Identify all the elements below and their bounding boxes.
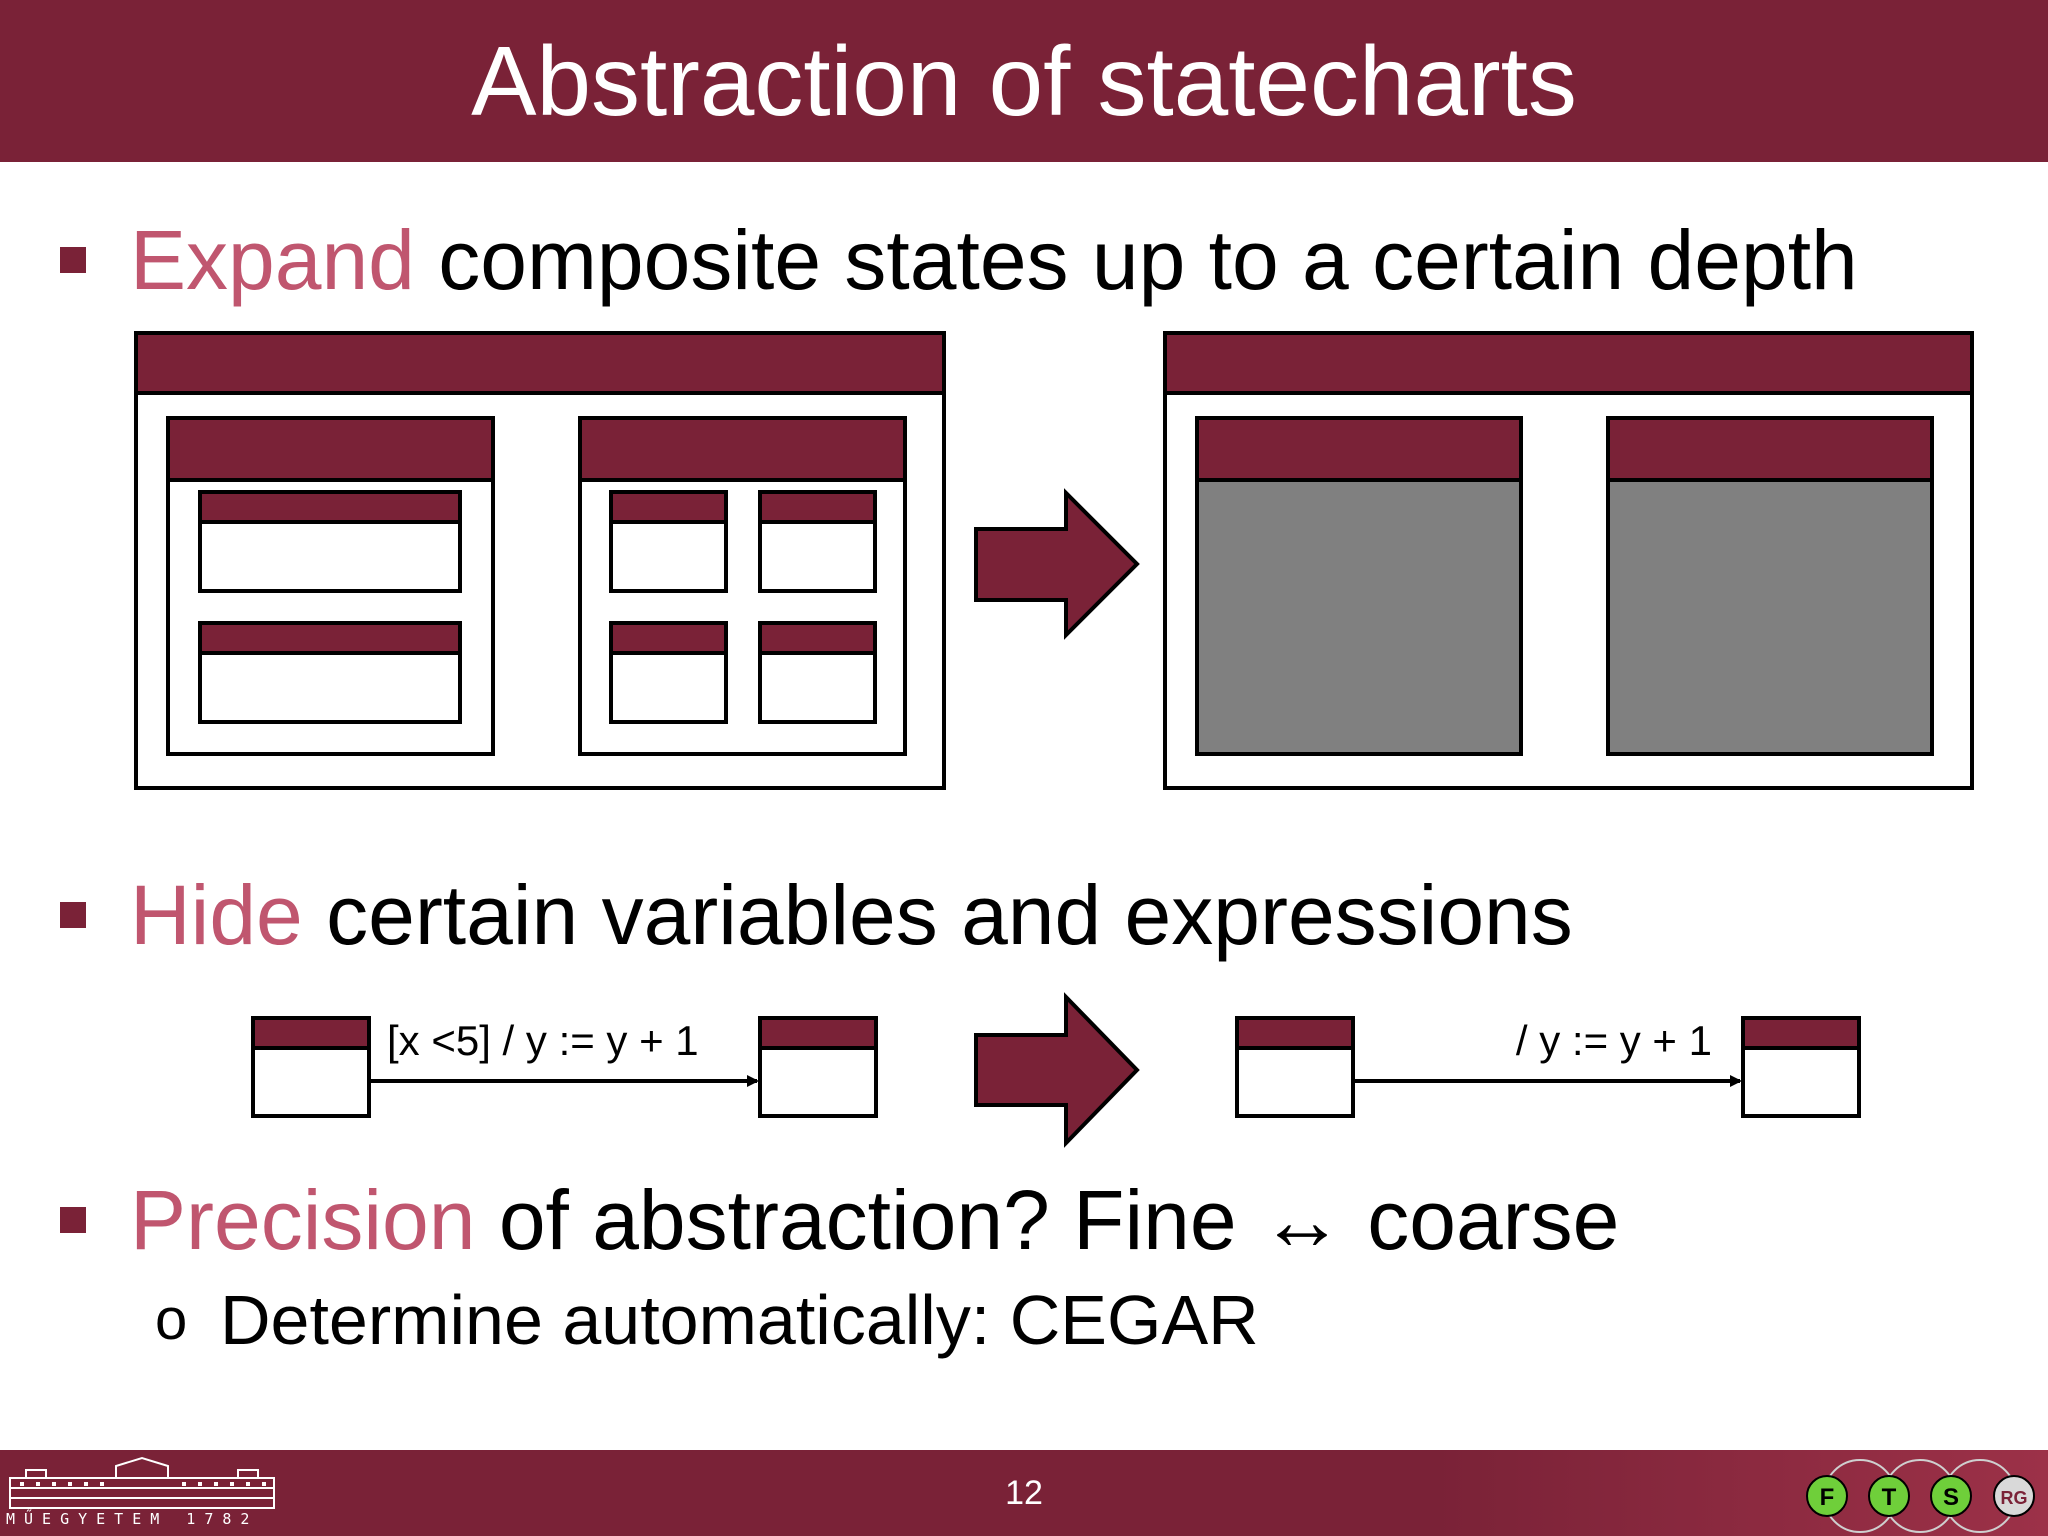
transition-after <box>1235 1016 1861 1118</box>
bullet-keyword: Expand <box>130 213 415 307</box>
statechart-diagrams: [x <5] / y := y + 1 / y := y + 1 <box>134 331 1974 1148</box>
transform-arrow-icon <box>974 488 1140 640</box>
transform-arrow-icon <box>974 992 1140 1148</box>
transition-before <box>251 1016 878 1118</box>
transition-label-before: [x <5] / y := y + 1 <box>387 1017 699 1064</box>
ftsrg-logo: F T S RG <box>1806 1459 2035 1533</box>
university-logo <box>9 1456 275 1509</box>
bullet-square-icon <box>60 902 86 928</box>
bullet-keyword: Precision <box>130 1173 476 1267</box>
page-number: 12 <box>1005 1474 1043 1512</box>
sub-bullet-marker: o <box>155 1287 188 1352</box>
slide-title: Abstraction of statecharts <box>471 26 1577 136</box>
bullet-square-icon <box>60 247 86 273</box>
logo-letter-t: T <box>1882 1484 1897 1511</box>
logo-letter-s: S <box>1943 1484 1959 1511</box>
bullet-text: of abstraction? Fine ↔ coarse <box>475 1173 1620 1267</box>
composite-state-abstracted <box>1163 331 1974 790</box>
composite-state-expanded <box>134 331 946 790</box>
footer-bar <box>0 1450 2048 1536</box>
transition-label-after: / y := y + 1 <box>1516 1017 1712 1064</box>
bullet-text: composite states up to a certain depth <box>414 213 1858 307</box>
title-bar <box>0 0 2048 162</box>
logo-letter-f: F <box>1820 1484 1835 1511</box>
bullet-text: certain variables and expressions <box>302 868 1573 962</box>
bullet-keyword: Hide <box>130 868 303 962</box>
university-logo-caption: MŰEGYETEM 1782 <box>6 1510 259 1528</box>
sub-bullet-text: Determine automatically: CEGAR <box>220 1281 1259 1359</box>
logo-letter-rg: RG <box>2001 1488 2028 1508</box>
bullet-square-icon <box>60 1207 86 1233</box>
